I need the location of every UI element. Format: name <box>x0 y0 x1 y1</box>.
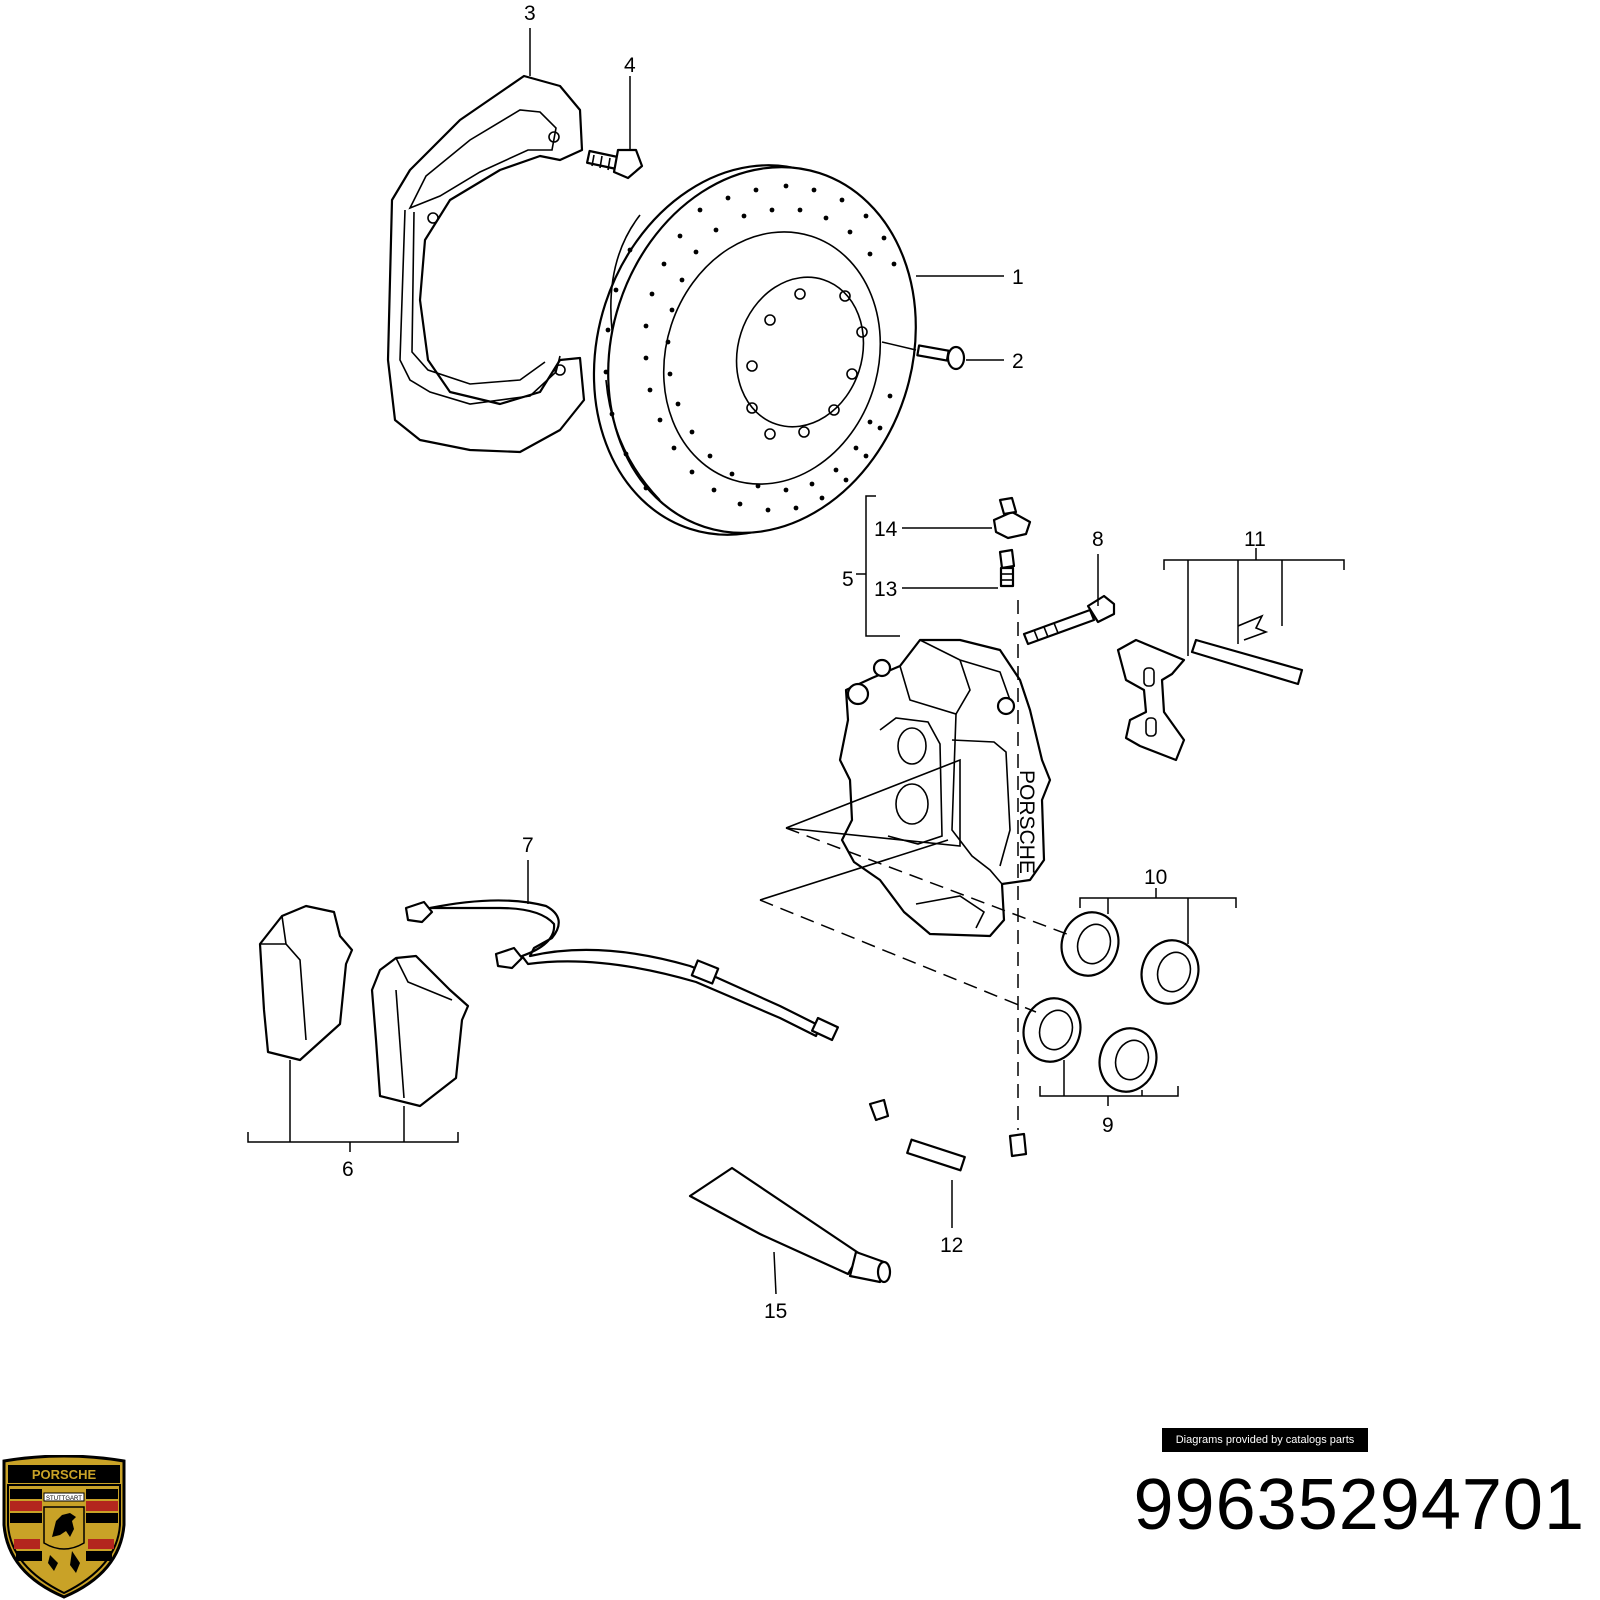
brake-caliper-part: PORSCHE <box>838 638 1052 938</box>
callout-2: 2 <box>1012 350 1024 373</box>
bleeder-valve-part <box>998 548 1016 588</box>
caliper-brand-text: PORSCHE <box>1015 770 1038 874</box>
callout-7: 7 <box>522 834 534 857</box>
callout-4: 4 <box>624 54 636 77</box>
callout-8: 8 <box>1092 528 1104 551</box>
callout-9: 9 <box>1102 1114 1114 1137</box>
piston-seal-4-part <box>1098 1027 1158 1093</box>
retaining-pin-part <box>1190 614 1304 686</box>
svg-text:PORSCHE: PORSCHE <box>32 1467 97 1482</box>
callout-3: 3 <box>524 2 536 25</box>
pad-spring-part <box>1116 638 1186 762</box>
brake-line-part <box>868 1098 1028 1189</box>
callout-13: 13 <box>874 578 897 601</box>
disc-screw-part <box>916 344 966 371</box>
bleeder-cap-part <box>992 496 1032 540</box>
callout-12: 12 <box>940 1234 963 1257</box>
callout-1: 1 <box>1012 266 1024 289</box>
grease-tube-part <box>688 1166 892 1284</box>
diagram-credit-badge: Diagrams provided by catalogs parts <box>1162 1428 1368 1452</box>
shield-bolt-part <box>585 148 644 180</box>
porsche-crest-icon: PORSCHE STUTTGART <box>2 1455 126 1599</box>
callout-11: 11 <box>1244 528 1266 551</box>
svg-text:STUTTGART: STUTTGART <box>46 1496 82 1502</box>
callout-15: 15 <box>764 1300 787 1323</box>
caliper-bolt-part <box>1022 594 1116 646</box>
callout-6: 6 <box>342 1158 354 1181</box>
brake-pad-right-part <box>370 954 470 1108</box>
callout-5: 5 <box>842 568 854 591</box>
callout-10: 10 <box>1144 866 1167 889</box>
dust-shield-part <box>386 74 586 454</box>
callout-numbers: 1 2 3 4 5 6 7 8 9 10 11 12 13 14 15 <box>342 2 1266 1323</box>
callout-14: 14 <box>874 518 898 541</box>
piston-seal-2-part <box>1140 939 1200 1005</box>
piston-seal-3-part <box>1022 997 1082 1063</box>
piston-seal-1-part <box>1060 911 1120 977</box>
leader-lines <box>247 28 1345 1295</box>
brake-disc-part <box>592 164 917 536</box>
brake-pad-left-part <box>258 904 354 1062</box>
part-number-text: 99635294701 <box>1133 1465 1585 1545</box>
wear-sensor-part <box>404 899 840 1042</box>
